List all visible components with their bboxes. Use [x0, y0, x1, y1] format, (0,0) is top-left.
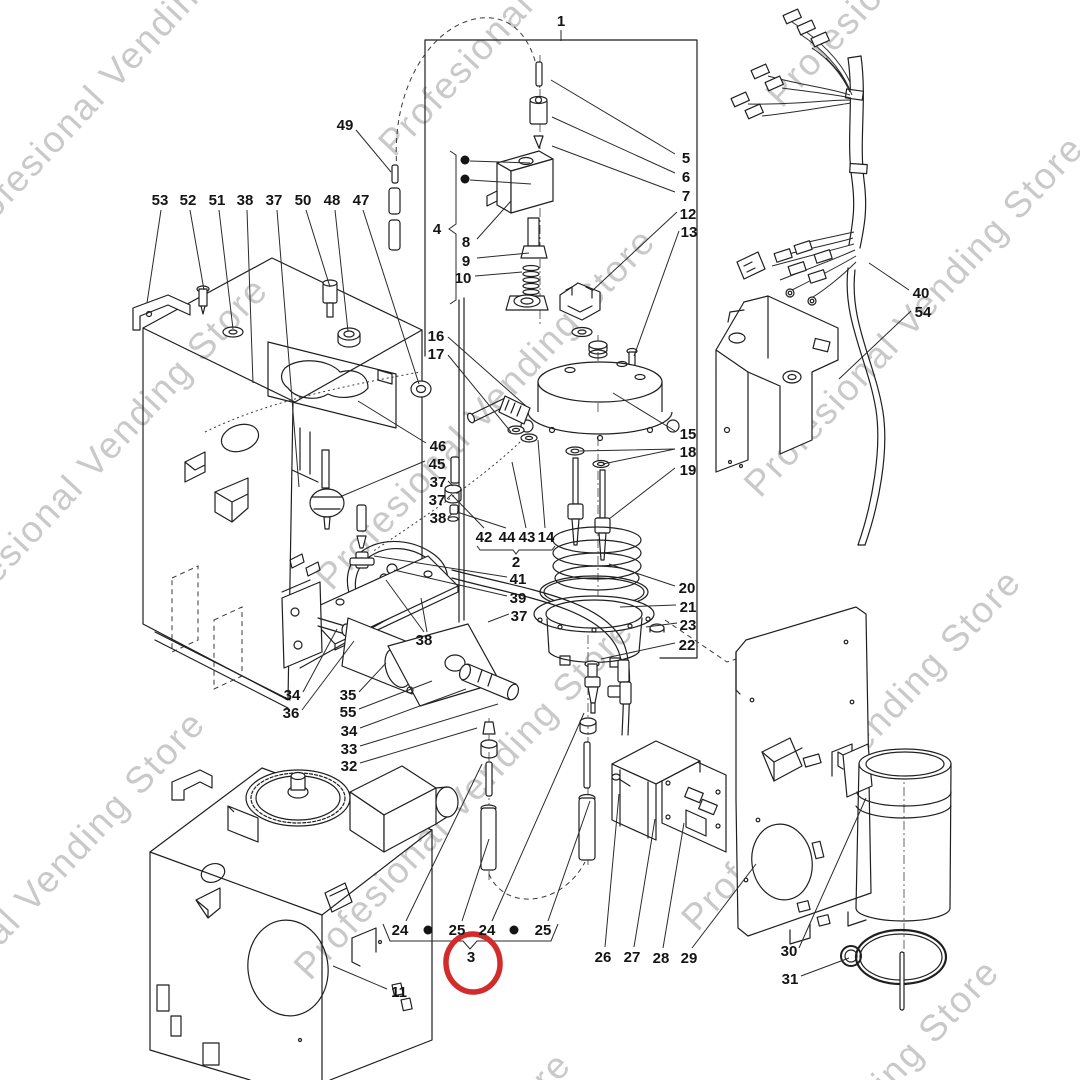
- highlighted-part-circle: [443, 931, 503, 995]
- callout-21: 21: [680, 599, 697, 616]
- callout-11: 11: [391, 984, 407, 1001]
- callout-14: 14: [538, 529, 555, 546]
- bullet-dot: [509, 925, 519, 935]
- callout-29: 29: [681, 950, 698, 967]
- callout-24: 24: [479, 922, 496, 939]
- callout-32: 32: [341, 758, 358, 775]
- bullet-dot: [460, 174, 470, 184]
- leader-lines: [146, 30, 912, 990]
- gearmotor: [171, 765, 459, 853]
- callout-26: 26: [595, 949, 612, 966]
- callout-37: 37: [266, 192, 283, 209]
- group-1-outline: [424, 39, 698, 659]
- tubes-49: [388, 164, 401, 251]
- bullet-dots: [423, 155, 519, 935]
- screw-26: [611, 773, 631, 787]
- callout-45: 45: [429, 456, 446, 473]
- callout-4: 4: [433, 221, 442, 238]
- callout-34: 34: [341, 723, 358, 740]
- callout-33: 33: [341, 741, 358, 758]
- filter-canister: [837, 743, 952, 922]
- callout-41: 41: [510, 571, 527, 588]
- callout-17: 17: [428, 346, 445, 363]
- mounting-panel: [735, 606, 872, 945]
- screw-50: [322, 279, 338, 318]
- inlet-valve-assembly: [486, 61, 601, 321]
- callout-43: 43: [519, 529, 536, 546]
- callout-23: 23: [680, 617, 697, 634]
- check-valve: [458, 663, 520, 701]
- callout-18: 18: [680, 444, 697, 461]
- callout-40: 40: [913, 285, 930, 302]
- callout-28: 28: [653, 950, 670, 967]
- tube-stacks: [480, 721, 596, 871]
- lower-cabinet: [149, 765, 459, 1080]
- callout-5: 5: [682, 150, 690, 167]
- callout-34: 34: [284, 687, 301, 704]
- callout-10: 10: [455, 270, 472, 287]
- callout-25: 25: [535, 922, 552, 939]
- callout-39: 39: [510, 590, 527, 607]
- callout-15: 15: [680, 426, 697, 443]
- bullet-dot: [460, 155, 470, 165]
- pump-assembly: [281, 504, 520, 707]
- callout-47: 47: [353, 192, 370, 209]
- callout-42: 42: [476, 529, 493, 546]
- highlight-circle: [443, 931, 503, 995]
- callout-37: 37: [430, 474, 447, 491]
- callout-6: 6: [682, 169, 690, 186]
- callout-55: 55: [340, 704, 357, 721]
- callout-27: 27: [624, 949, 641, 966]
- bracket-53: [132, 294, 191, 331]
- callout-38: 38: [430, 510, 447, 527]
- callout-48: 48: [324, 192, 341, 209]
- callout-35: 35: [340, 687, 357, 704]
- callout-53: 53: [152, 192, 169, 209]
- callout-38: 38: [416, 632, 433, 649]
- callout-19: 19: [680, 462, 697, 479]
- callout-20: 20: [679, 580, 696, 597]
- callout-52: 52: [180, 192, 197, 209]
- callout-7: 7: [682, 188, 690, 205]
- callout-37: 37: [429, 492, 446, 509]
- callout-30: 30: [781, 943, 798, 960]
- callout-31: 31: [782, 971, 799, 988]
- grommet-48: [337, 327, 361, 348]
- callout-54: 54: [915, 304, 932, 321]
- retaining-ring: [840, 928, 948, 1011]
- callout-22: 22: [679, 637, 696, 654]
- callout-9: 9: [462, 253, 470, 270]
- heating-coil-assembly: [533, 446, 665, 735]
- grommet-47: [410, 380, 432, 398]
- callout-24: 24: [392, 922, 409, 939]
- callout-46: 46: [430, 438, 447, 455]
- fittings-column: [309, 395, 538, 530]
- boiler-assembly: [520, 326, 680, 442]
- callout-37: 37: [511, 608, 528, 625]
- callout-16: 16: [428, 328, 445, 345]
- callout-49: 49: [337, 117, 354, 134]
- float-device: [309, 449, 345, 530]
- callout-51: 51: [209, 192, 226, 209]
- callout-44: 44: [499, 529, 516, 546]
- callout-38: 38: [237, 192, 254, 209]
- bullet-dot: [423, 925, 433, 935]
- callout-50: 50: [295, 192, 312, 209]
- callout-2: 2: [512, 554, 520, 571]
- callout-36: 36: [283, 705, 300, 722]
- callout-13: 13: [681, 224, 698, 241]
- callout-8: 8: [462, 234, 470, 251]
- level-sensor: [584, 660, 601, 714]
- callout-25: 25: [449, 922, 466, 939]
- wiring-harness: [730, 8, 886, 546]
- screw-52: [196, 285, 210, 315]
- silicone-hose: [451, 569, 632, 736]
- callout-1: 1: [557, 13, 565, 30]
- transformer-assembly: [611, 740, 727, 853]
- support-bracket: [715, 295, 839, 473]
- callout-3: 3: [467, 949, 475, 966]
- callout-12: 12: [680, 206, 697, 223]
